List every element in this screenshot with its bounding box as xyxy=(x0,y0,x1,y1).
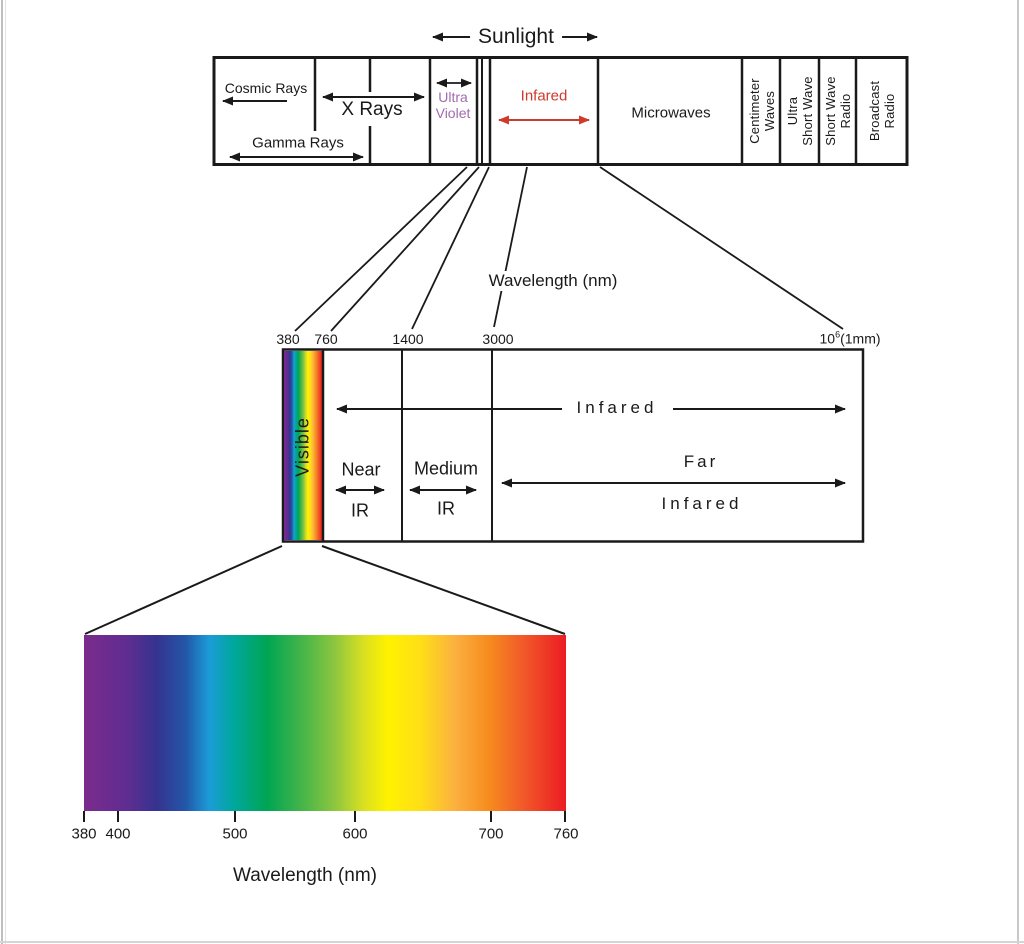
fan-line-3000 xyxy=(493,166,528,328)
ir-tick-760: 760 xyxy=(314,331,338,347)
centimeter-waves-line2: Waves xyxy=(762,90,777,132)
ultraviolet-label: Ultra Violet xyxy=(436,89,471,121)
top-bar-arrows xyxy=(222,32,598,162)
ultra-short-wave-line2: Short Wave xyxy=(800,76,815,146)
top-bar-box xyxy=(212,56,909,166)
far-label: Far xyxy=(683,452,719,471)
fan-line-760 xyxy=(330,166,480,332)
broadcast-radio-line2: Radio xyxy=(882,93,897,129)
centimeter-waves-line1: Centimeter xyxy=(747,78,762,144)
ir-axis-title: Wavelength (nm) xyxy=(482,271,624,291)
cosmic-rays-label: Cosmic Rays xyxy=(224,80,308,96)
ir-tick-1mm-base: 10 xyxy=(819,330,836,347)
visible-axis-title: Wavelength (nm) xyxy=(233,865,377,886)
short-wave-radio-line2: Radio xyxy=(838,93,853,129)
near-ir-label: IR xyxy=(351,500,369,521)
ir-tick-380: 380 xyxy=(276,331,300,347)
visible-label: Visible xyxy=(292,417,313,477)
ultra-short-wave-label: Ultra Short Wave xyxy=(785,76,815,145)
medium-ir-label: IR xyxy=(437,498,455,519)
centimeter-waves-label: Centimeter Waves xyxy=(747,78,777,144)
fan-line-1400 xyxy=(411,166,490,330)
visible-strip xyxy=(284,351,322,540)
fan-line-1mm xyxy=(599,166,844,330)
broadcast-radio-label: Broadcast Radio xyxy=(867,81,897,141)
ultraviolet-label-line1: Ultra xyxy=(438,89,468,105)
far-infared-label: Infared xyxy=(661,494,743,513)
vis-tick-400: 400 xyxy=(105,825,131,843)
ir-tick-1mm-suffix: (1mm) xyxy=(840,330,881,347)
vis-tick-500: 500 xyxy=(222,825,248,843)
gamma-rays-label: Gamma Rays xyxy=(252,134,344,152)
ir-tick-1mm-exp: 6 xyxy=(835,329,841,340)
infared-label-top: Infared xyxy=(520,87,568,105)
ir-tick-3000: 3000 xyxy=(482,331,514,347)
bottom-axis-ticks xyxy=(83,811,566,822)
x-rays-label: X Rays xyxy=(341,99,403,120)
sunlight-title: Sunlight xyxy=(470,25,562,49)
vis-tick-700: 700 xyxy=(478,825,504,843)
fan-line-380 xyxy=(294,166,468,332)
ir-tick-1mm: 106(1mm) xyxy=(819,330,880,347)
page-edge-left xyxy=(1,0,3,944)
ir-bar-arrows xyxy=(335,404,846,495)
ultraviolet-label-line2: Violet xyxy=(435,105,471,121)
ultra-short-wave-line1: Ultra xyxy=(785,96,800,126)
ir-bar-box xyxy=(281,348,865,543)
ir-tick-1400: 1400 xyxy=(392,331,424,347)
infared-label-mid: Infared xyxy=(576,398,658,417)
short-wave-radio-line1: Short Wave xyxy=(823,76,838,146)
fan-lines xyxy=(294,166,844,332)
short-wave-radio-label: Short Wave Radio xyxy=(823,76,853,145)
microwaves-label: Microwaves xyxy=(631,104,711,122)
page-edge-left-inner xyxy=(5,0,6,944)
vis-tick-380: 380 xyxy=(71,825,97,843)
broadcast-radio-line1: Broadcast xyxy=(867,80,882,142)
near-label: Near xyxy=(341,459,381,480)
visible-spectrum-bar xyxy=(84,635,566,811)
vis-tick-760: 760 xyxy=(553,825,579,843)
vis-tick-600: 600 xyxy=(342,825,368,843)
page-edge-right xyxy=(1017,0,1019,944)
medium-label: Medium xyxy=(413,458,479,479)
page-edge-bottom xyxy=(0,941,1024,943)
zoom-lines xyxy=(84,545,566,635)
